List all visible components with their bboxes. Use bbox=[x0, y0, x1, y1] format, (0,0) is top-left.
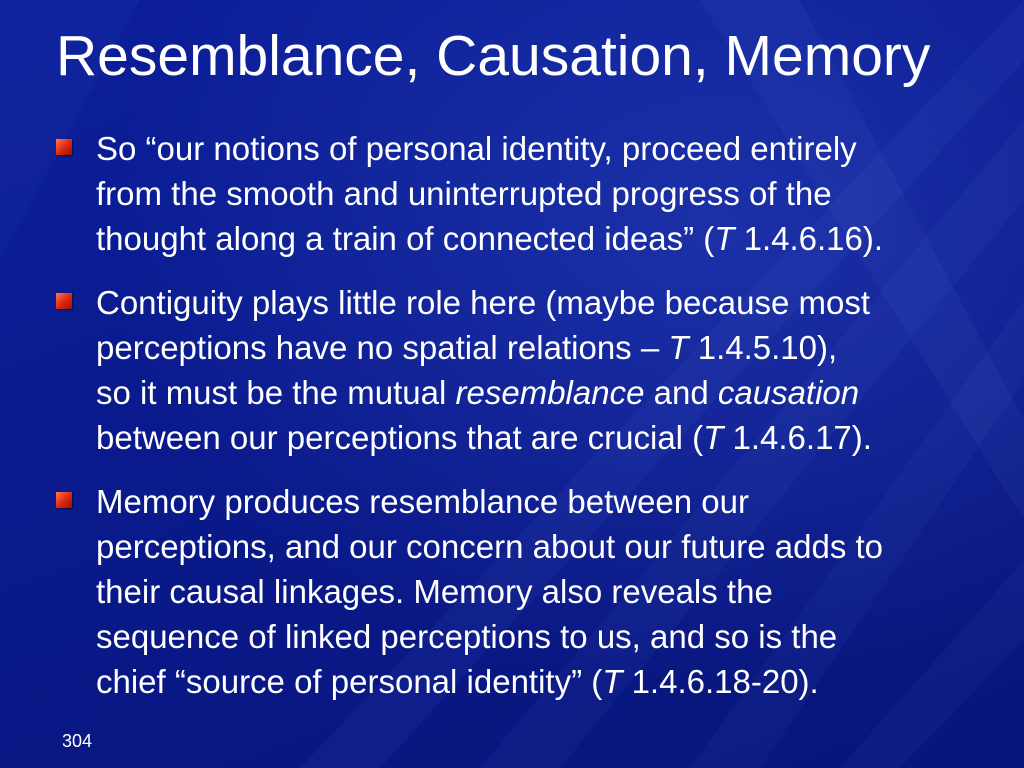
bullet-text: Contiguity plays little role here (maybe… bbox=[96, 284, 872, 456]
italic-text: T bbox=[714, 220, 735, 257]
square-bullet-icon bbox=[56, 293, 72, 309]
bullet-text: So “our notions of personal identity, pr… bbox=[96, 130, 884, 257]
slide-number: 304 bbox=[62, 731, 93, 751]
italic-text: causation bbox=[717, 374, 860, 411]
square-bullet-icon bbox=[56, 492, 72, 508]
bullet-list: So “our notions of personal identity, pr… bbox=[0, 126, 1024, 723]
slide-title: Resemblance, Causation, Memory bbox=[56, 24, 931, 88]
italic-text: T bbox=[602, 663, 623, 700]
bullet-item: Contiguity plays little role here (maybe… bbox=[0, 280, 1024, 460]
italic-text: T bbox=[668, 329, 689, 366]
bullet-item: So “our notions of personal identity, pr… bbox=[0, 126, 1024, 261]
square-bullet-icon bbox=[56, 139, 72, 155]
italic-text: T bbox=[703, 419, 724, 456]
italic-text: resemblance bbox=[455, 374, 645, 411]
